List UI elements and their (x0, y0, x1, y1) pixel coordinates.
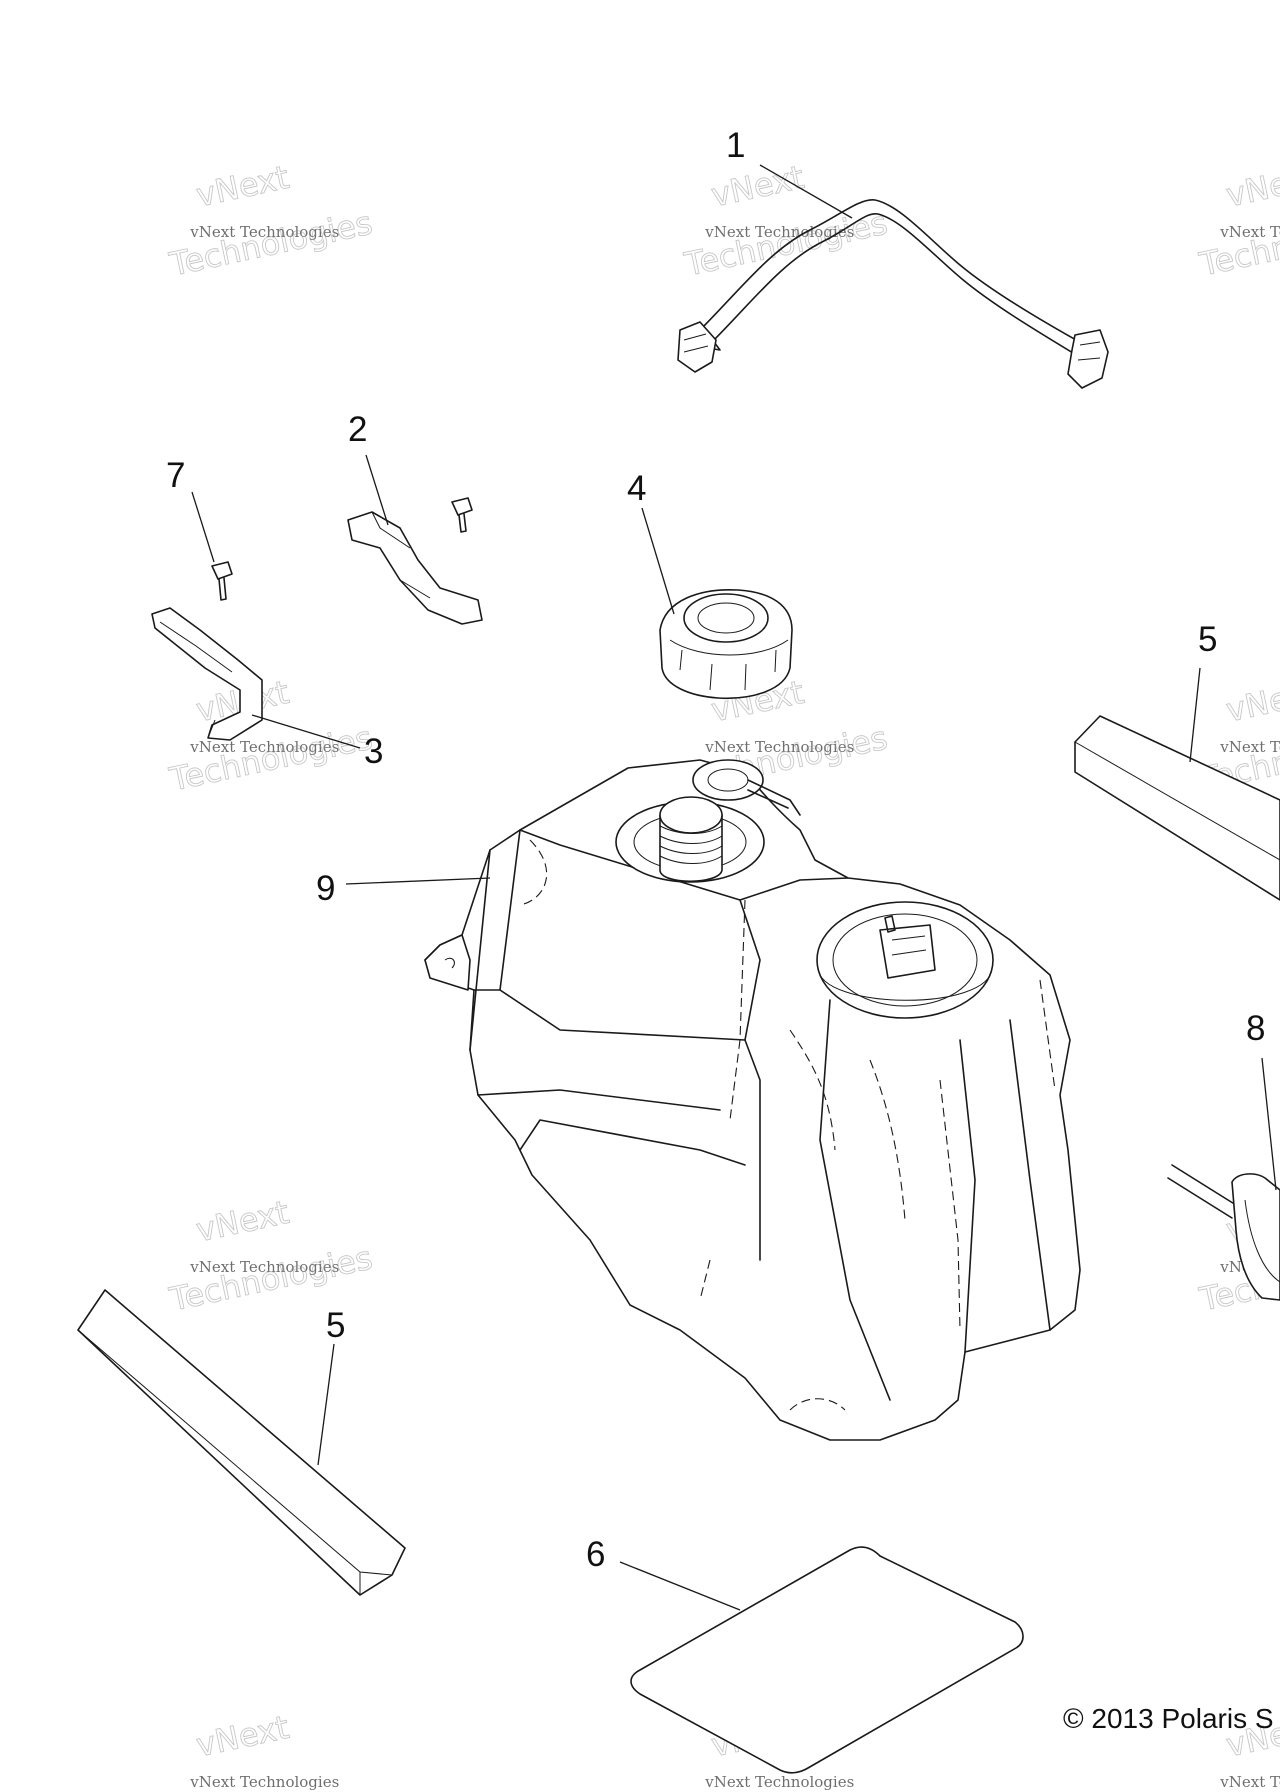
callout-5b: 5 (326, 1306, 345, 1345)
callout-4: 4 (627, 469, 646, 508)
copyright-text: © 2013 Polaris S (1063, 1703, 1274, 1734)
callout-6: 6 (586, 1535, 605, 1574)
watermark-text: vNext Technologies (1219, 1773, 1280, 1791)
leader-5b (317, 1343, 335, 1466)
watermark-top-right: vNext vNext Technologies Technologies (1195, 157, 1280, 284)
leader-4 (641, 507, 675, 615)
leader-8 (1261, 1057, 1277, 1191)
watermark-text: vNext Technologies (1219, 223, 1280, 241)
watermark-mid-left: vNext vNext Technologies Technologies (165, 672, 376, 799)
watermark-text: vNext (708, 158, 807, 215)
callout-5a: 5 (1198, 620, 1217, 659)
callout-numbers: 1 2 3 4 5 5 6 7 8 9 (166, 126, 1265, 1574)
part-8-clamp (1167, 1164, 1280, 1301)
watermark-bottom-left: vNext vNext Technologies (189, 1707, 339, 1791)
watermark-text: vNext Technologies (1219, 738, 1280, 756)
watermark-low-left: vNext vNext Technologies Technologies (165, 1192, 376, 1319)
callout-7: 7 (166, 456, 185, 495)
watermark-text: vNext Technologies (189, 223, 339, 241)
watermark-text: vNext Technologies (189, 1773, 339, 1791)
watermark-text: vNext Technologies (704, 738, 854, 756)
leader-lines (191, 164, 1277, 1611)
watermark-text: vNext (193, 1708, 292, 1765)
watermark-text: vNext Technologies (704, 223, 854, 241)
callout-8: 8 (1246, 1009, 1265, 1048)
part-4-fuel-cap (659, 589, 793, 700)
leader-5a (1189, 667, 1201, 763)
part-6-pad (630, 1546, 1024, 1774)
part-5-foam-strip-left (77, 1289, 406, 1596)
leader-2 (365, 454, 389, 526)
watermark-text: vNext Technologies (704, 1773, 854, 1791)
watermark-text: vNext (193, 158, 292, 215)
callout-2: 2 (348, 410, 367, 449)
watermark-top-center: vNext vNext Technologies Technologies (680, 157, 891, 284)
leader-7 (191, 491, 215, 563)
part-3-bracket (151, 607, 263, 741)
watermark-text: Technologies (166, 719, 376, 799)
callout-9: 9 (316, 869, 335, 908)
part-2-bracket (347, 511, 483, 625)
watermark-text: Technologies (681, 204, 891, 284)
watermark-text: vNext Technologies (189, 738, 339, 756)
leader-9 (345, 877, 491, 885)
watermark-text: Technologies (1196, 204, 1280, 284)
callout-1: 1 (726, 126, 745, 165)
part-9-fuel-tank (424, 759, 1081, 1441)
watermark-text: vNext (193, 1193, 292, 1250)
callout-3: 3 (364, 732, 383, 771)
leader-1 (759, 164, 853, 219)
part-2-bolt (451, 497, 473, 533)
watermark-text: vNext (1223, 158, 1280, 215)
leader-3 (251, 714, 361, 749)
watermark-bottom-right: vNext vNext Technologies (1219, 1707, 1280, 1791)
part-1-vent-hose (677, 199, 1109, 389)
part-5-foam-strip-right (1074, 715, 1280, 901)
part-7-bolt (211, 561, 233, 601)
watermark-top-left: vNext vNext Technologies Technologies (165, 157, 376, 284)
watermark-text: vNext (1223, 673, 1280, 730)
watermark-text: vNext Technologies (189, 1258, 339, 1276)
leader-6 (619, 1561, 741, 1611)
watermark-text: Technologies (166, 204, 376, 284)
